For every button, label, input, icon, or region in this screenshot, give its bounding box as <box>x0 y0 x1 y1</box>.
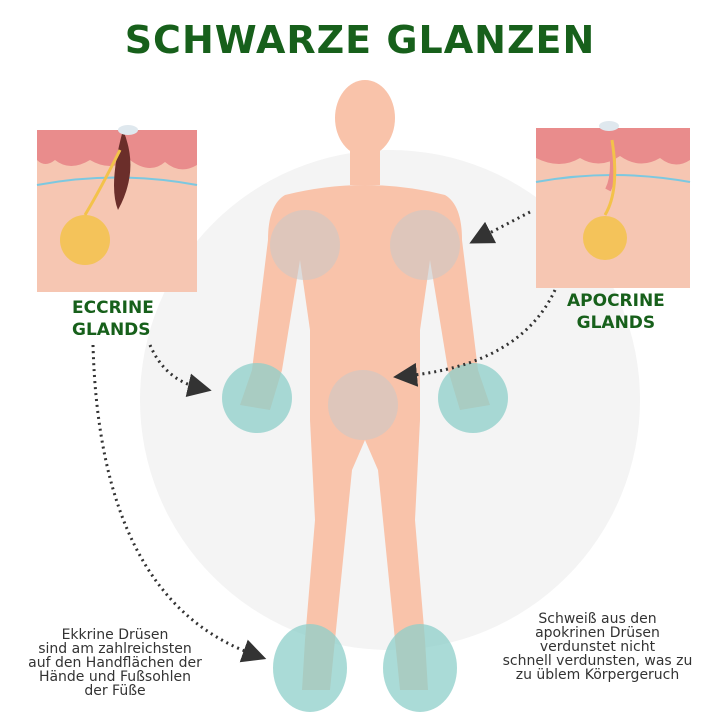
eccrine-label-line: ECCRINE <box>72 298 154 318</box>
pointer-arrows <box>91 210 557 663</box>
armpit-gland-left <box>270 210 340 280</box>
eccrine-description: Ekkrine Drüsen sind am zahlreichsten auf… <box>0 628 230 698</box>
description-line: der Füße <box>84 683 146 699</box>
groin-gland <box>328 370 398 440</box>
eccrine-skin-illustration <box>36 125 198 292</box>
eccrine-label: ECCRINE GLANDS <box>72 297 154 341</box>
page-title: SCHWARZE GLANZEN <box>124 18 596 62</box>
foot-gland-right <box>383 624 457 712</box>
description-line: sind am zahlreichsten <box>38 641 192 657</box>
description-line: verdunstet nicht <box>539 639 656 655</box>
description-line: auf den Handflächen der <box>28 655 202 671</box>
apocrine-label-line: GLANDS <box>576 313 656 333</box>
foot-gland-left <box>273 624 347 712</box>
description-line: zu üblem Körpergeruch <box>515 667 680 683</box>
description-line: Hände und Fußsohlen <box>38 669 192 685</box>
description-line: schnell verdunsten, was zu <box>502 653 693 669</box>
hand-gland-right <box>438 363 508 433</box>
apocrine-description: Schweiß aus den apokrinen Drüsen verduns… <box>480 612 715 682</box>
apocrine-label-line: APOCRINE <box>567 291 665 311</box>
eccrine-label-line: GLANDS <box>72 320 151 340</box>
apocrine-label: APOCRINE GLANDS <box>567 290 665 334</box>
description-line: apokrinen Drüsen <box>535 625 660 641</box>
hand-gland-left <box>222 363 292 433</box>
armpit-gland-right <box>390 210 460 280</box>
description-line: Schweiß aus den <box>538 611 657 627</box>
description-line: Ekkrine Drüsen <box>61 627 169 643</box>
apocrine-skin-illustration <box>535 121 691 288</box>
